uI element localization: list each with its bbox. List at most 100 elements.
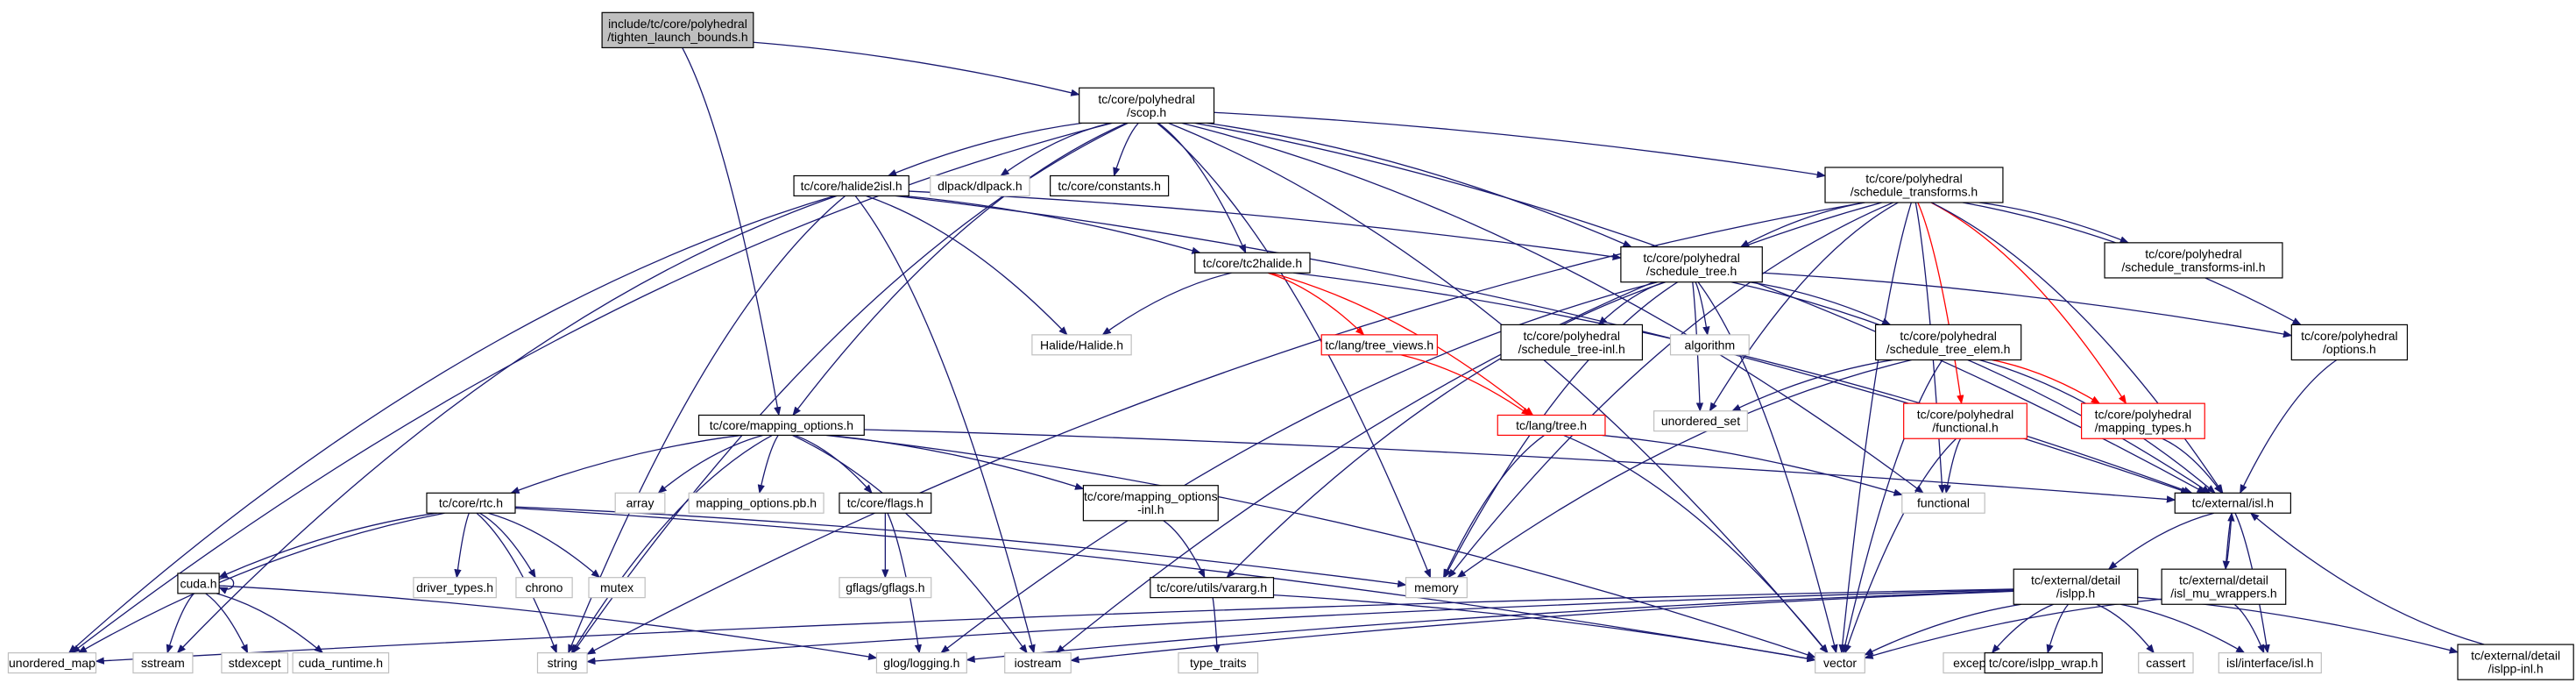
node-box (413, 577, 497, 599)
node-label: isl/interface/isl.h (2226, 656, 2314, 670)
edge-islpp_inl-to-isl (2249, 512, 2485, 645)
node-constants[interactable]: tc/core/constants.h (1050, 174, 1170, 196)
node-label: functional (1917, 496, 1970, 510)
node-box (839, 577, 932, 599)
node-label: sstream (141, 656, 185, 670)
node-label: -inl.h (1137, 502, 1164, 516)
node-islpp-inl[interactable]: tc/external/detail/islpp-inl.h (2457, 644, 2574, 680)
nodes-layer: include/tc/core/polyhedral/tighten_launc… (7, 11, 2574, 680)
node-label: array (626, 496, 655, 510)
node-label: include/tc/core/polyhedral (608, 17, 747, 31)
node-schedule-tree-elem[interactable]: tc/core/polyhedral/schedule_tree_elem.h (1874, 324, 2022, 361)
node-iostream: iostream (1004, 652, 1072, 674)
node-box (1824, 167, 2004, 203)
node-label: tc/core/polyhedral (2095, 408, 2192, 422)
node-label: tc/external/detail (2179, 573, 2268, 587)
node-label: cassert (2146, 656, 2185, 670)
node-functional: functional (1901, 492, 1985, 514)
node-box (1178, 652, 1259, 674)
edge-isl_mu-to-isl (2225, 512, 2235, 570)
node-box (601, 11, 754, 49)
node-label: dlpack/dlpack.h (938, 179, 1023, 193)
node-label: tc/lang/tree.h (1516, 418, 1587, 432)
node-isl[interactable]: tc/external/isl.h (2174, 492, 2291, 514)
edge-mapping_options-to-isl (864, 429, 2176, 503)
edge-islpp-to-iostream (1070, 590, 2014, 664)
node-label: tc/core/utils/vararg.h (1157, 580, 1267, 594)
node-label: tc/core/polyhedral (1098, 92, 1195, 106)
node-mapping-options-pb: mapping_options.pb.h (688, 492, 824, 514)
edge-sched_transforms-to-unordered_set (1709, 202, 1899, 412)
node-label: mapping_options.pb.h (696, 496, 817, 510)
node-tree-views[interactable]: tc/lang/tree_views.h (1320, 334, 1438, 356)
edge-tree-to-memory (1442, 434, 1545, 579)
edge-rtc-to-mutex (488, 512, 601, 579)
edge-islpp-to-islpp_inl (2137, 596, 2459, 654)
node-label: tc/core/halide2isl.h (801, 179, 902, 193)
node-isl-mu[interactable]: tc/external/detail/isl_mu_wrappers.h (2161, 568, 2287, 605)
node-box (1082, 485, 1219, 522)
node-label: tc/core/flags.h (847, 496, 924, 510)
node-glog: glog/logging.h (875, 652, 967, 674)
edge-sched_transforms-to-mapping_types (1930, 202, 2127, 405)
node-box (1500, 324, 1644, 361)
edge-root-to-mapping_options (682, 47, 782, 416)
node-box (875, 652, 967, 674)
node-islpp[interactable]: tc/external/detail/islpp.h (2013, 568, 2139, 605)
node-label: tc/core/islpp_wrap.h (1989, 656, 2098, 670)
node-label: tc/core/tc2halide.h (1203, 256, 1303, 270)
node-sched-transforms-inl[interactable]: tc/core/polyhedral/schedule_transforms-i… (2104, 242, 2283, 279)
node-box (839, 492, 932, 514)
node-tc2halide[interactable]: tc/core/tc2halide.h (1194, 252, 1311, 274)
node-box (1079, 87, 1215, 124)
edge-tc2halide-to-halide (1101, 272, 1232, 336)
node-label: /schedule_tree_elem.h (1886, 342, 2011, 356)
node-box (1031, 334, 1132, 356)
node-mapping-types[interactable]: tc/core/polyhedral/mapping_types.h (2080, 402, 2205, 439)
node-sched-transforms[interactable]: tc/core/polyhedral/schedule_transforms.h (1824, 167, 2004, 203)
edge-tc2halide-to-tree_views (1267, 272, 1365, 336)
node-cuda-runtime: cuda_runtime.h (292, 652, 390, 674)
edge-scop-to-schedule_tree (1207, 122, 1632, 248)
node-mapping-options-inl[interactable]: tc/core/mapping_options-inl.h (1082, 485, 1219, 522)
node-label: glog/logging.h (883, 656, 959, 670)
node-chrono: chrono (515, 577, 573, 599)
node-varargs[interactable]: tc/core/utils/vararg.h (1150, 577, 1275, 599)
node-schedule-tree[interactable]: tc/core/polyhedral/schedule_tree.h (1620, 246, 1763, 283)
node-box (2161, 568, 2287, 605)
edge-mapping_options-to-rtc (510, 434, 742, 494)
edge-mapping_options-to-array (657, 434, 764, 494)
node-box (536, 652, 588, 674)
node-label: /schedule_transforms-inl.h (2121, 260, 2265, 274)
node-flags[interactable]: tc/core/flags.h (839, 492, 932, 514)
node-cuda[interactable]: cuda.h (177, 573, 220, 594)
node-scop[interactable]: tc/core/polyhedral/scop.h (1079, 87, 1215, 124)
node-vector: vector (1815, 652, 1865, 674)
node-box (1194, 252, 1311, 274)
node-halide2isl[interactable]: tc/core/halide2isl.h (793, 174, 909, 196)
node-box (1901, 492, 1985, 514)
node-islpp-wrap[interactable]: tc/core/islpp_wrap.h (1984, 652, 2103, 674)
node-label: tc/core/rtc.h (439, 496, 503, 510)
node-label: /mapping_types.h (2095, 421, 2192, 435)
node-schedule-tree-inl[interactable]: tc/core/polyhedral/schedule_tree-inl.h (1500, 324, 1644, 361)
node-label: driver_types.h (416, 580, 493, 594)
node-label: /tighten_launch_bounds.h (607, 30, 747, 44)
node-box (515, 577, 573, 599)
node-tree[interactable]: tc/lang/tree.h (1497, 414, 1606, 437)
edge-scop-to-isl (1194, 122, 2206, 494)
node-mapping-options[interactable]: tc/core/mapping_options.h (697, 414, 865, 437)
edge-cuda-to-stdexcept (205, 593, 249, 654)
edge-isl_mu-to-isl_interface (2233, 603, 2265, 654)
node-box (1903, 402, 2028, 439)
node-box (1405, 577, 1468, 599)
node-box (292, 652, 390, 674)
node-root[interactable]: include/tc/core/polyhedral/tighten_launc… (601, 11, 754, 49)
node-label: stdexcept (229, 656, 281, 670)
node-rtc[interactable]: tc/core/rtc.h (426, 492, 516, 514)
node-options[interactable]: tc/core/polyhedral/options.h (2290, 324, 2409, 361)
edge-schedule_tree-to-glog (940, 281, 1658, 654)
edge-rtc-to-cuda (218, 512, 437, 579)
node-functional-h[interactable]: tc/core/polyhedral/functional.h (1903, 402, 2028, 439)
